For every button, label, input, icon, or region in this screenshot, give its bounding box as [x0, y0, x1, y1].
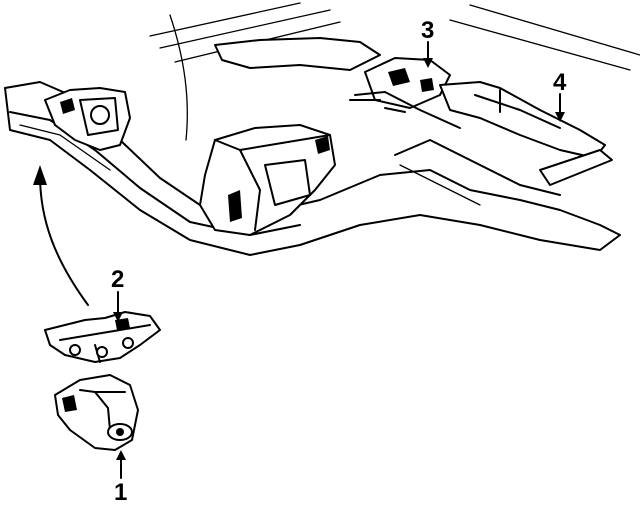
- callout-3-label: 3: [421, 17, 434, 44]
- callout-leaders: [113, 41, 565, 479]
- crossmember: [439, 81, 613, 186]
- part-1-mount: [54, 374, 139, 451]
- center-crossmember-bracket: [199, 124, 336, 236]
- lower-frame-rail: [394, 139, 561, 206]
- callout-1-label: 1: [114, 479, 127, 506]
- callout-4-label: 4: [553, 69, 567, 96]
- installed-engine-mount: [44, 87, 131, 151]
- transmission-mount: [214, 37, 461, 129]
- callout-labels: 1 2 3 4: [111, 17, 567, 506]
- callout-2-label: 2: [111, 266, 124, 293]
- part-2-bracket: [44, 311, 161, 363]
- installation-arrow: [33, 165, 89, 306]
